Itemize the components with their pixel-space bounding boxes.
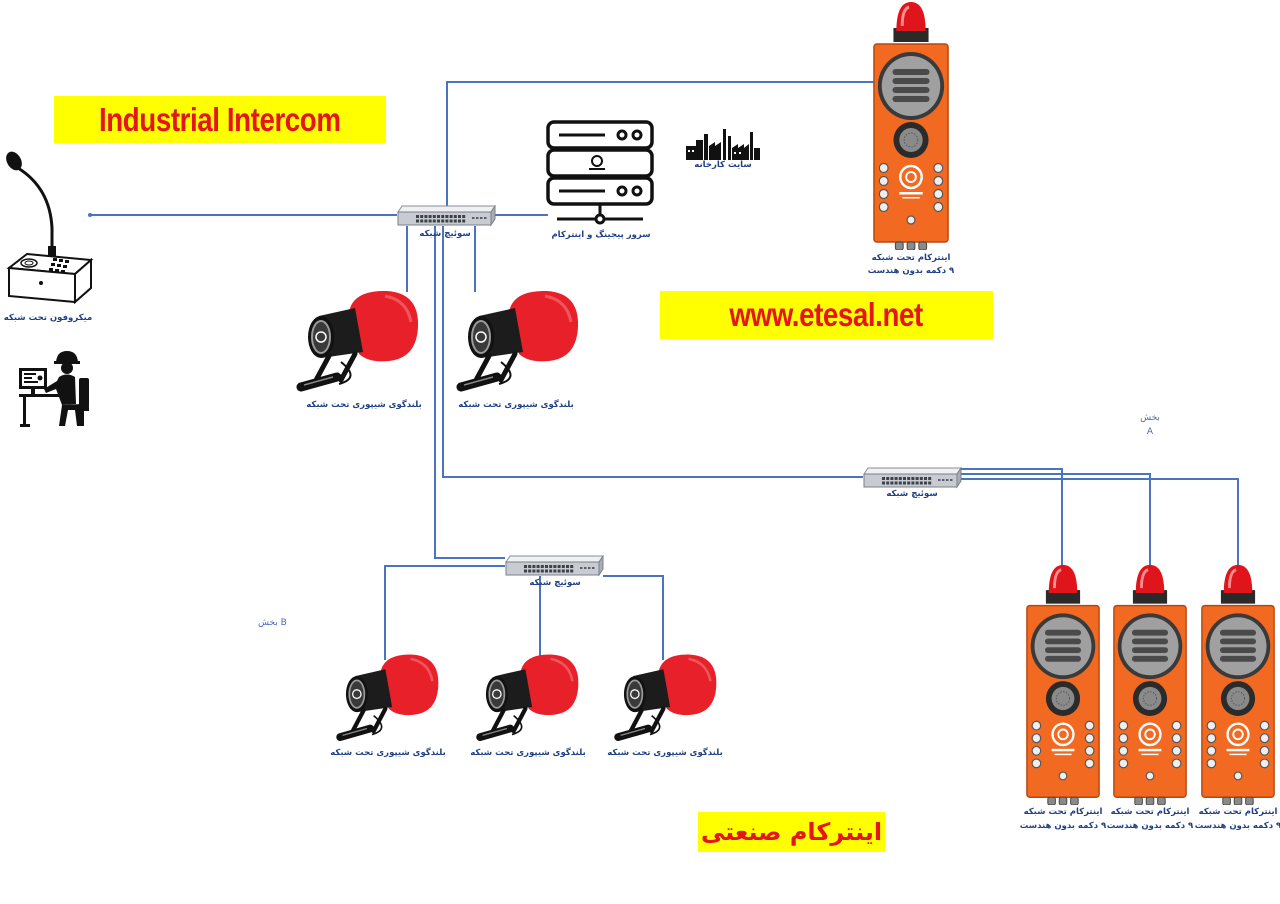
line-switch-b-horn-5: [603, 575, 664, 660]
website-text: www.etesal.net: [729, 296, 924, 333]
intercom-top-spec: ۹ دکمه بدون هندست: [867, 266, 955, 276]
server-label: سرور پیجینگ و اینترکام: [551, 230, 651, 240]
title-fa-banner: اینترکام صنعتی: [698, 812, 885, 852]
horn-speaker-label: بلندگوی شیپوری تحت شبکه: [470, 748, 586, 758]
title-fa: اینترکام صنعتی: [700, 818, 883, 846]
intercom-spec: ۹ دکمه بدون هندست: [1106, 821, 1194, 831]
network-switch-main-icon: [396, 205, 496, 227]
horn-speaker-label: بلندگوی شیپوری تحت شبکه: [607, 748, 723, 758]
industrial-intercom-icon: [872, 0, 950, 250]
network-switch-b-icon: [504, 555, 604, 577]
title-en: Industrial Intercom: [99, 100, 341, 138]
horn-speaker-icon: [335, 652, 440, 744]
horn-speaker-icon: [475, 652, 580, 744]
line-switch-b-horn-3: [384, 565, 505, 660]
line-switch-a-intercom-1: [961, 468, 1063, 567]
horn-speaker-label: بلندگوی شیپوری تحت شبکه: [458, 400, 574, 410]
horn-speaker-label: بلندگوی شیپوری تحت شبکه: [330, 748, 446, 758]
desk-microphone-icon: [5, 150, 95, 305]
intercom-name: اینترکام تحت شبکه: [1198, 807, 1278, 817]
intercom-top-name: اینترکام تحت شبکه: [871, 253, 951, 263]
line-switch-switch-b: [434, 226, 505, 559]
line-switch-a-intercom-2: [961, 473, 1151, 567]
line-switch-a-intercom-3: [961, 478, 1239, 567]
industrial-intercom-icon: [1200, 563, 1276, 805]
line-switch-switch-a: [442, 226, 863, 478]
line-switch-intercom-top: [446, 81, 876, 207]
intercom-spec: ۹ دکمه بدون هندست: [1194, 821, 1280, 831]
switch-main-label: سوئیچ شبکه: [419, 229, 471, 239]
server-icon: [545, 119, 655, 225]
network-switch-a-icon: [862, 467, 962, 489]
microphone-label: میکروفون تحت شبکه: [3, 313, 93, 323]
factory-icon: [686, 126, 760, 160]
section-a-label: بخش A: [1140, 413, 1160, 437]
industrial-intercom-icon: [1025, 563, 1101, 805]
horn-speaker-icon: [295, 288, 420, 395]
intercom-name: اینترکام تحت شبکه: [1023, 807, 1103, 817]
switch-b-label: سوئیچ شبکه: [529, 578, 581, 588]
horn-speaker-icon: [455, 288, 580, 395]
intercom-name: اینترکام تحت شبکه: [1110, 807, 1190, 817]
horn-speaker-label: بلندگوی شیپوری تحت شبکه: [306, 400, 422, 410]
website-banner: www.etesal.net: [660, 291, 993, 339]
operator-workstation-icon: [18, 350, 90, 428]
intercom-spec: ۹ دکمه بدون هندست: [1019, 821, 1107, 831]
industrial-intercom-icon: [1112, 563, 1188, 805]
horn-speaker-icon: [613, 652, 718, 744]
section-b-label: بخش B: [258, 618, 287, 628]
title-banner: Industrial Intercom: [54, 96, 386, 143]
switch-a-label: سوئیچ شبکه: [886, 489, 938, 499]
factory-site-label: سایت کارخانه: [694, 160, 752, 170]
